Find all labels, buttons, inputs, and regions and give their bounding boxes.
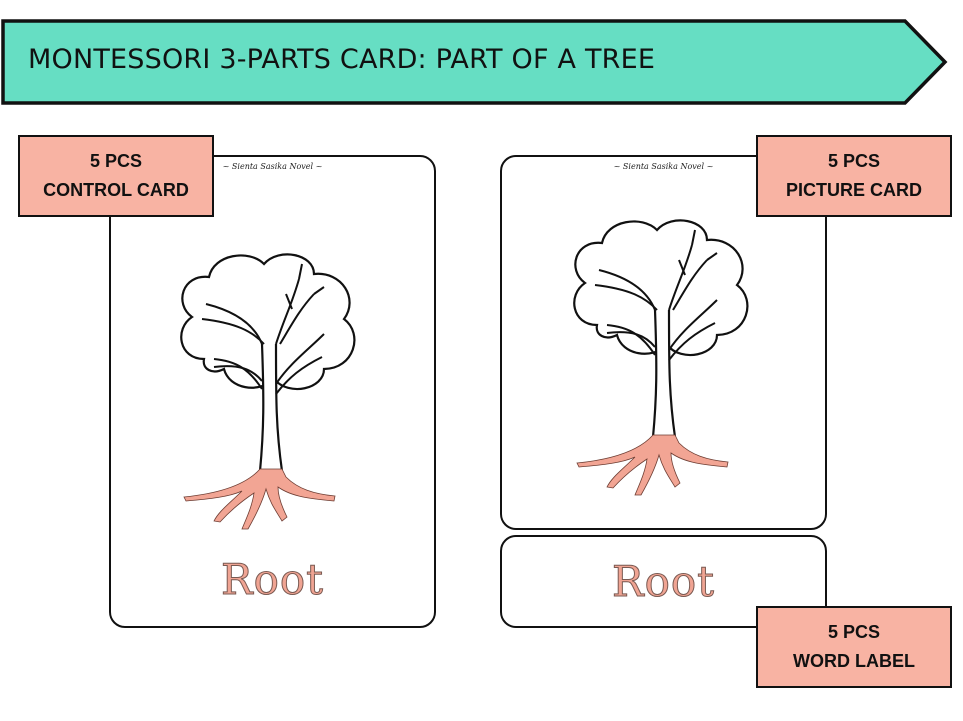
picture-card-tag: 5 PCS PICTURE CARD <box>756 135 952 217</box>
control-card: ~ Sienta Sasika Novel ~ Root <box>109 155 436 628</box>
word-label-label: WORD LABEL <box>793 651 915 671</box>
word-label-count: 5 PCS <box>827 622 881 642</box>
title-banner: MONTESSORI 3-PARTS CARD: PART OF A TREE <box>0 18 950 108</box>
banner-arrow-shape <box>1 19 948 105</box>
control-card-count: 5 PCS <box>89 151 143 171</box>
word-label-word: Root <box>611 557 716 607</box>
word-label-card: Root <box>500 535 827 628</box>
brand-signature: ~ Sienta Sasika Novel ~ <box>613 162 714 171</box>
picture-card: ~ Sienta Sasika Novel ~ <box>500 155 827 530</box>
control-card-label: CONTROL CARD <box>43 180 189 200</box>
control-card-tag: 5 PCS CONTROL CARD <box>18 135 214 217</box>
brand-signature: ~ Sienta Sasika Novel ~ <box>222 162 323 171</box>
tree-illustration-icon <box>573 219 749 497</box>
picture-card-count: 5 PCS <box>827 151 881 171</box>
picture-card-label: PICTURE CARD <box>785 180 922 200</box>
word-label-tag: 5 PCS WORD LABEL <box>756 606 952 688</box>
control-card-word: Root <box>220 555 325 605</box>
page-title: MONTESSORI 3-PARTS CARD: PART OF A TREE <box>28 44 656 75</box>
tree-illustration-icon <box>180 253 356 531</box>
